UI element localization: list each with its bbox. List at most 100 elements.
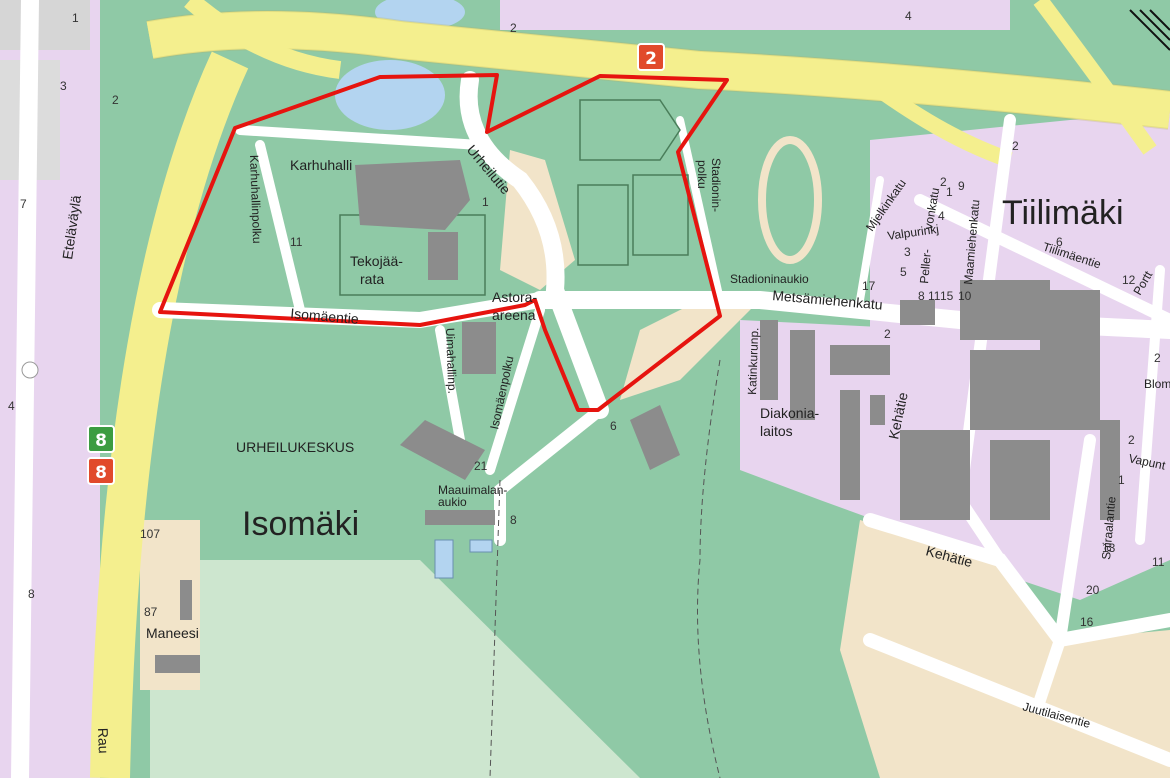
label-astora-2: areena xyxy=(492,307,536,323)
building-rink xyxy=(428,232,458,280)
pond xyxy=(335,60,445,130)
house-number: 87 xyxy=(144,605,158,619)
street-blom: Blom xyxy=(1144,377,1170,391)
label-isomaki: Isomäki xyxy=(242,505,359,543)
house-number: 7 xyxy=(20,197,27,211)
grey-block-top xyxy=(0,0,90,50)
house-number: 2 xyxy=(1012,139,1019,153)
house-number: 9 xyxy=(958,179,965,193)
building-6 xyxy=(630,405,680,470)
street-pellervonkatu-1: Peller- xyxy=(917,248,934,284)
house-number: 1 xyxy=(482,195,489,209)
athletics-track xyxy=(758,136,822,264)
road-isomaentie xyxy=(152,292,548,329)
route-8-shield: 8 xyxy=(87,457,115,485)
svg-text:2: 2 xyxy=(645,49,657,69)
house-number: 10 xyxy=(958,289,972,303)
route-2-shield: 2 xyxy=(637,43,665,71)
house-number: 4 xyxy=(938,209,945,223)
svg-text:8: 8 xyxy=(95,431,107,451)
label-diakonia-1: Diakonia- xyxy=(760,405,819,421)
house-number: 1 xyxy=(1118,473,1125,487)
svg-text:8: 8 xyxy=(95,463,107,483)
house-number: 8 xyxy=(510,513,517,527)
road-isomaenpolku xyxy=(485,305,545,475)
field-1 xyxy=(577,184,629,266)
street-sairaalantie: Sairaalantie xyxy=(1099,496,1118,561)
street-isomaentie: Isomäentie xyxy=(290,305,360,327)
building-urheilukeskus xyxy=(400,420,485,480)
field-2 xyxy=(632,174,689,256)
street-stadioninpolku-2: polku xyxy=(695,160,709,189)
building-maneesi-2 xyxy=(155,655,200,673)
label-tiilimaki: Tiilimäki xyxy=(1002,194,1124,232)
building-karhuhalli xyxy=(355,160,470,230)
road-uimahallinp xyxy=(435,325,465,445)
house-number: 3 xyxy=(904,245,911,259)
building-maneesi-1 xyxy=(180,580,192,620)
house-number: 6 xyxy=(610,419,617,433)
road-etelavayla xyxy=(11,0,39,778)
house-number: 3 xyxy=(60,79,67,93)
sand-plaza xyxy=(620,300,760,400)
house-number: 2 xyxy=(1128,433,1135,447)
house-number: 2 xyxy=(940,175,947,189)
label-karhuhalli: Karhuhalli xyxy=(290,157,352,173)
field-3 xyxy=(579,99,681,161)
meadow-south xyxy=(150,560,640,778)
house-number: 21 xyxy=(474,459,488,473)
house-number: 2 xyxy=(884,327,891,341)
label-stadioninaukio: Stadioninaukio xyxy=(730,272,809,286)
street-uimahallinp: Uimahallinp. xyxy=(443,328,459,394)
street-stadioninpolku-1: Stadionin- xyxy=(709,158,723,212)
road-kehatie xyxy=(863,513,1170,648)
house-number: 6 xyxy=(1056,235,1063,249)
sand-southeast xyxy=(840,520,1170,778)
house-number: 8 xyxy=(28,587,35,601)
label-maauimala-2: aukio xyxy=(438,495,467,509)
label-maauimala-1: Maauimalan- xyxy=(438,483,507,497)
label-maneesi: Maneesi xyxy=(146,625,199,641)
street-katinkurunp: Katinkurunp. xyxy=(745,327,761,395)
house-number: 13 xyxy=(1102,541,1116,555)
house-number: 20 xyxy=(1086,583,1100,597)
area-boundary xyxy=(158,73,729,412)
pool-1 xyxy=(434,539,454,579)
house-number: 11 xyxy=(290,235,303,249)
label-diakonia-2: laitos xyxy=(760,423,793,439)
building-maauimala xyxy=(425,510,495,525)
house-number: 11 xyxy=(1152,555,1165,569)
house-number: 11 xyxy=(928,289,941,303)
house-number: 2 xyxy=(510,21,517,35)
residential-north xyxy=(500,0,1010,30)
house-number: 107 xyxy=(140,527,160,541)
house-number: 1 xyxy=(946,185,953,199)
house-number: 1 xyxy=(72,11,79,25)
house-number: 5 xyxy=(900,265,907,279)
street-rau: Rau xyxy=(95,728,112,754)
house-number: 17 xyxy=(862,279,876,293)
house-number: 12 xyxy=(1122,273,1136,287)
label-tekojaa-2: rata xyxy=(360,271,384,287)
house-number: 2 xyxy=(112,93,119,107)
road-sairaalantie xyxy=(1034,434,1096,706)
road-juutilaisentie xyxy=(863,633,1170,767)
house-number: 16 xyxy=(1080,615,1094,629)
roundabout xyxy=(21,361,39,379)
route-8-green-shield: 8 xyxy=(87,425,115,453)
pool-2 xyxy=(469,539,493,553)
house-number: 2 xyxy=(1154,351,1161,365)
building-astora xyxy=(462,322,496,374)
label-astora-1: Astora- xyxy=(492,289,537,305)
label-tekojaa-1: Tekojää- xyxy=(350,253,403,269)
house-number: 15 xyxy=(940,289,954,303)
road-tiilimaentie xyxy=(914,194,1170,326)
road-urheilutie xyxy=(459,71,609,419)
road-karhuhallinpolku xyxy=(255,140,305,315)
house-number: 4 xyxy=(905,9,912,23)
label-urheilukeskus: URHEILUKESKUS xyxy=(236,439,354,455)
street-karhuhallinpolku: Karhuhallinpolku xyxy=(247,155,264,244)
railway xyxy=(1129,9,1170,51)
